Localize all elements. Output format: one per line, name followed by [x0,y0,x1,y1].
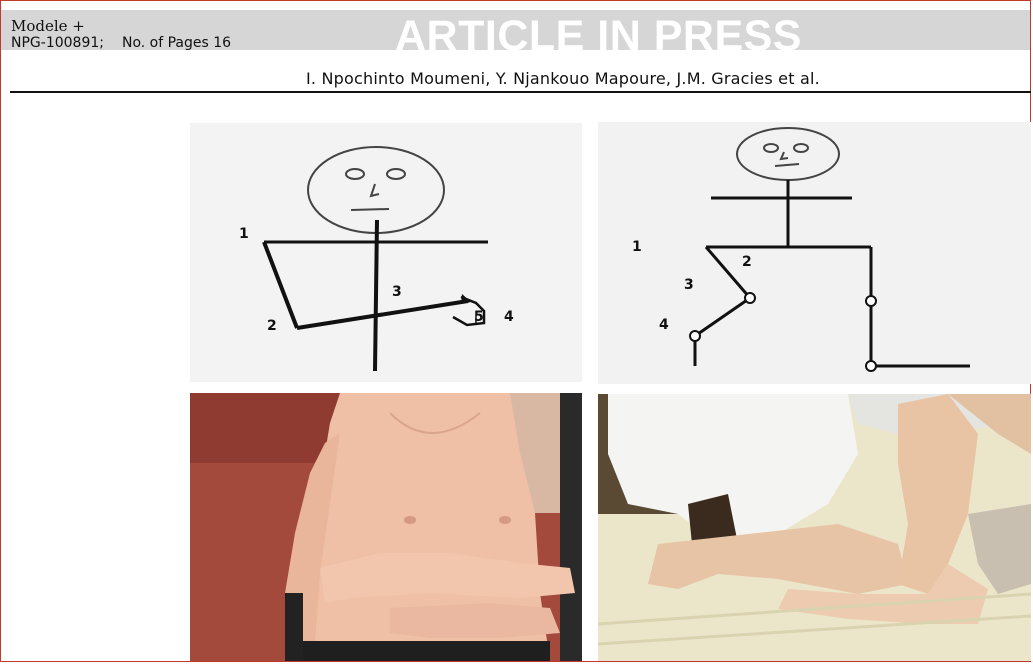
arm-stick-figure: 1 2 3 4 5 [190,123,582,382]
pages-count: No. of Pages 16 [122,35,231,51]
label-3: 3 [392,284,402,300]
label-2: 2 [742,254,752,270]
model-label: Modele + [11,17,85,35]
article-id: NPG-100891; [11,35,104,51]
figure-panel-arm-diagram: 1 2 3 4 5 [190,123,582,382]
label-5: 5 [474,309,484,325]
photo-leg-examination [598,394,1031,661]
figure-photo-leg-exam [598,394,1031,661]
label-3: 3 [684,277,694,293]
label-1: 1 [239,226,249,242]
figure-photo-arm-posture [190,393,582,661]
label-4: 4 [659,317,669,333]
header-rule [10,91,1031,93]
leg-stick-figure: 1 2 3 4 [598,122,1031,384]
label-4: 4 [504,309,514,325]
article-in-press-banner: ARTICLE IN PRESS [395,15,802,58]
article-meta: NPG-100891; No. of Pages 16 [11,35,231,51]
figure-panel-leg-diagram: 1 2 3 4 [598,122,1031,384]
label-1: 1 [632,239,642,255]
running-header: Modele + NPG-100891;No. of Pages 16 ARTI… [1,10,1030,50]
running-authors: I. Npochinto Moumeni, Y. Njankouo Mapour… [306,69,820,88]
photo-patient-arm [190,393,582,661]
label-2: 2 [267,318,277,334]
